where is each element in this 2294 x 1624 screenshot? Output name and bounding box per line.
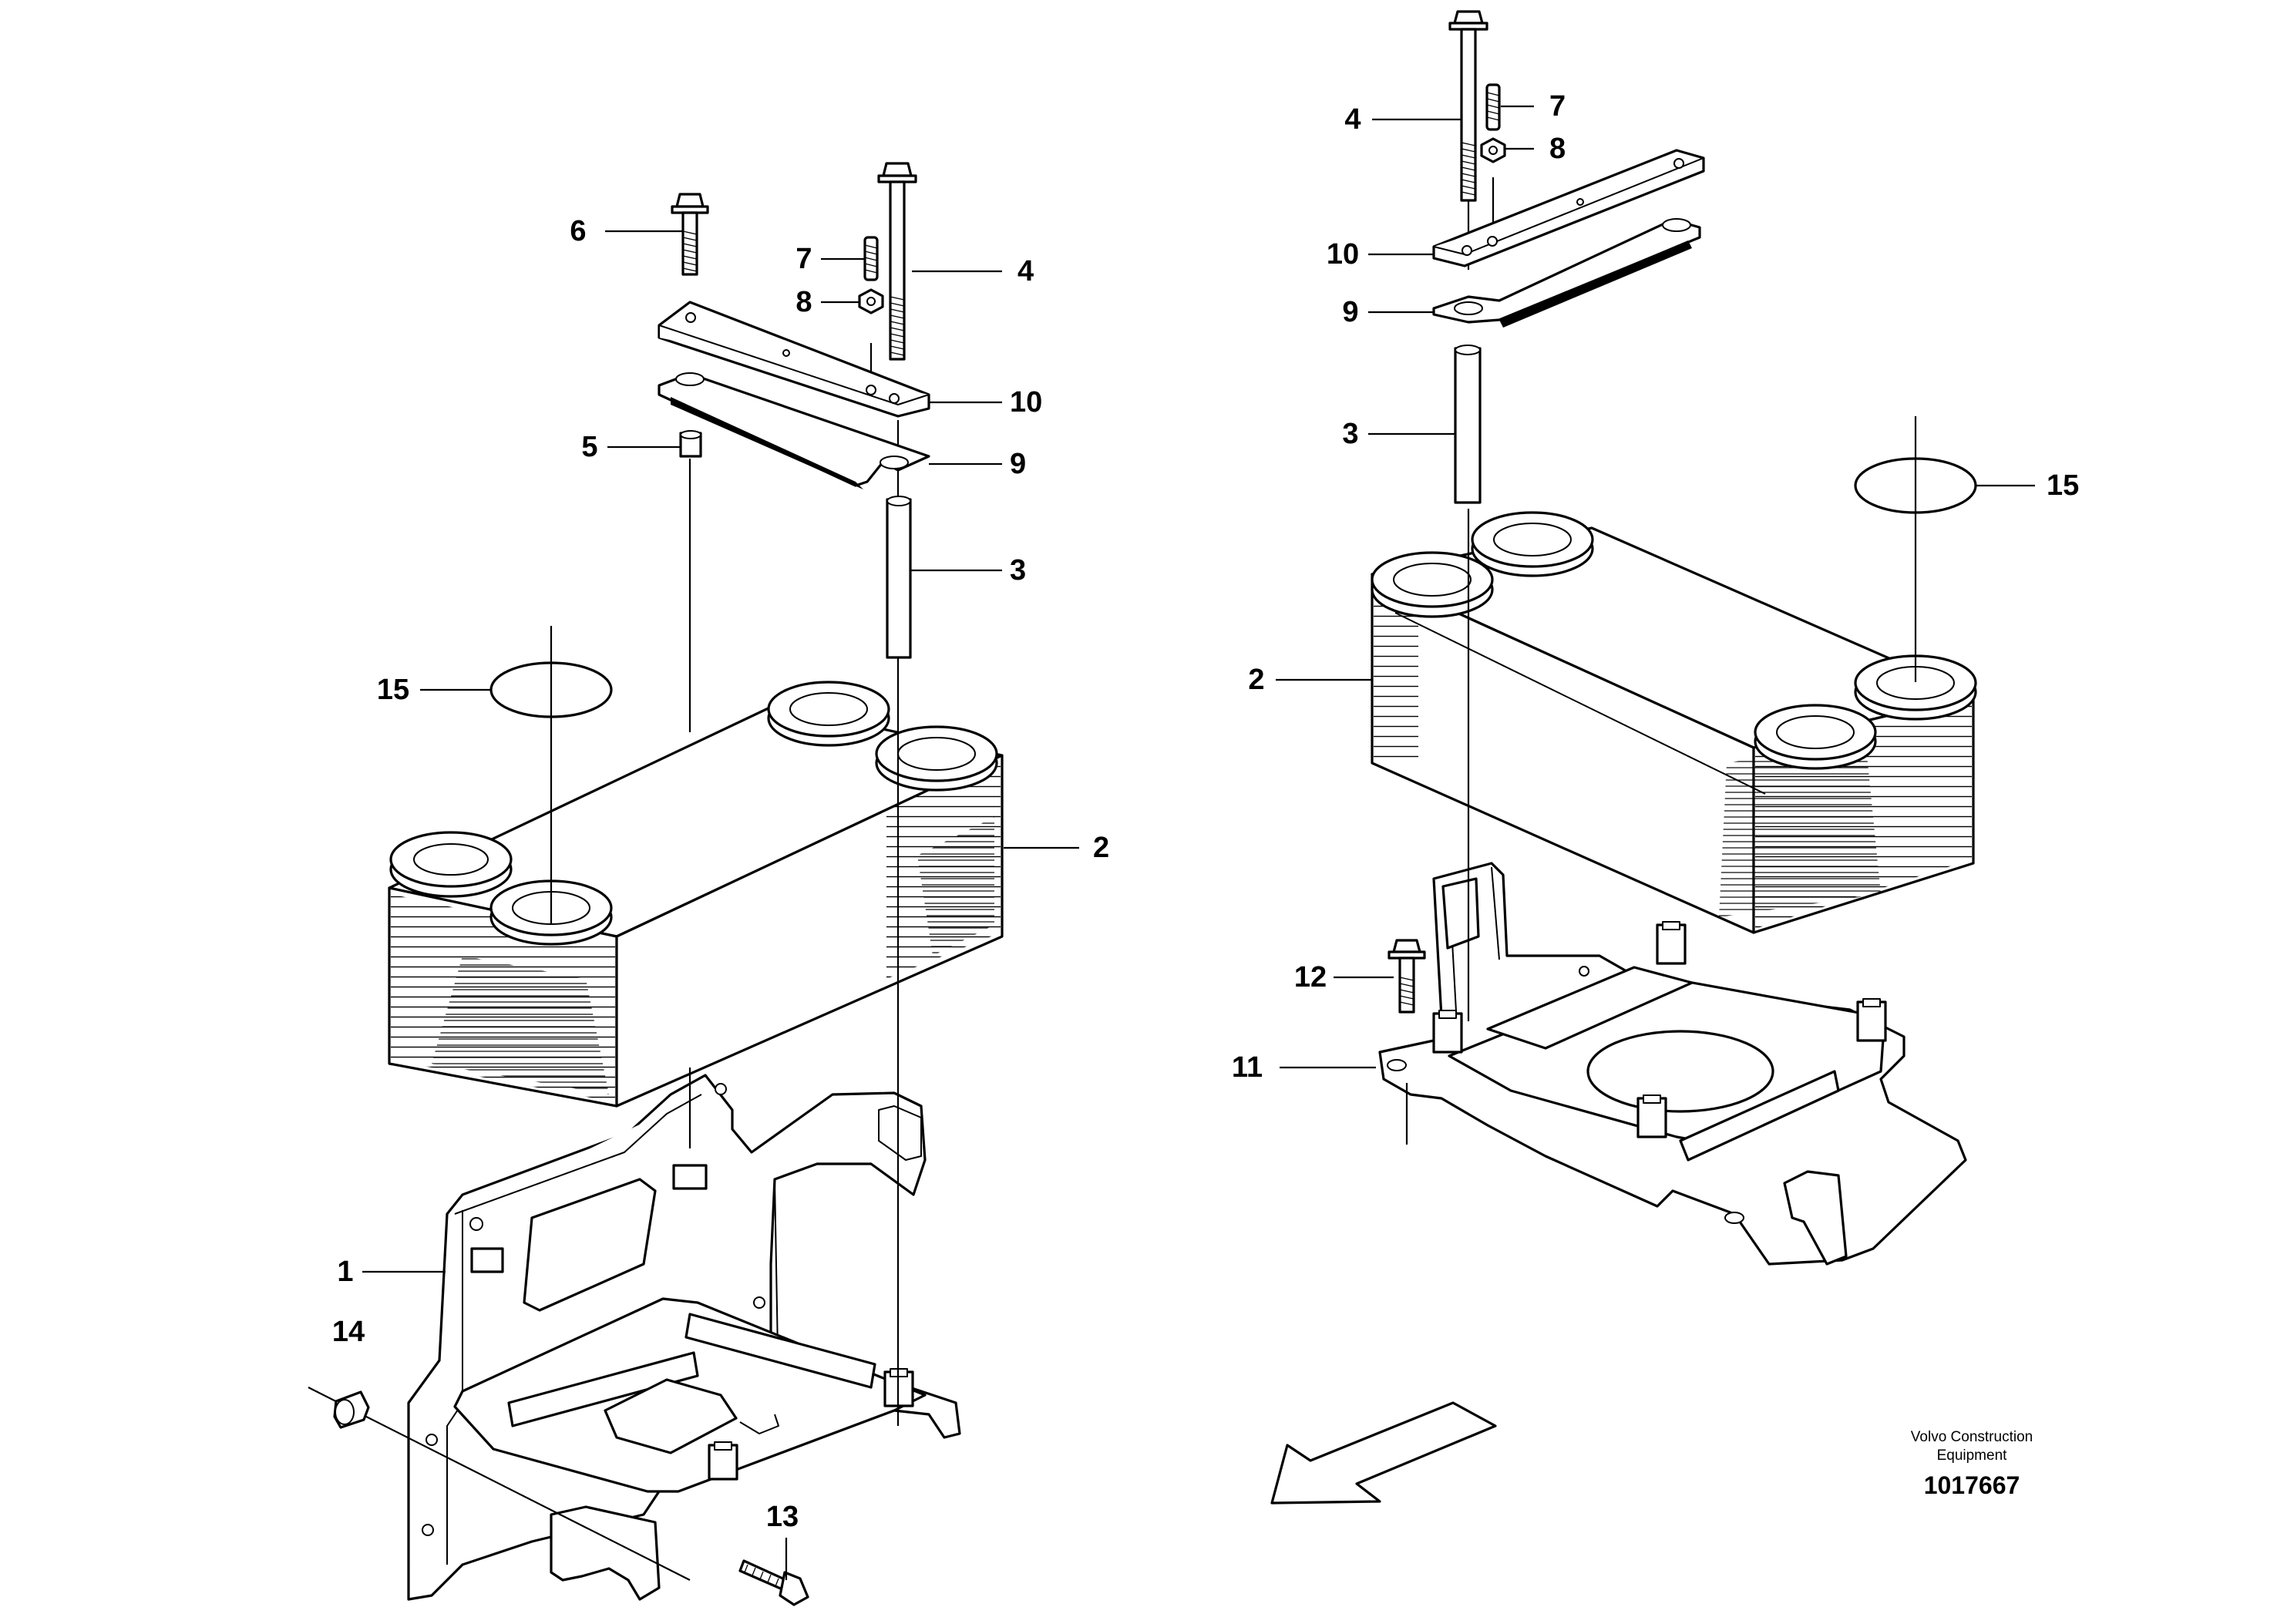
- callout-1: 1: [337, 1256, 353, 1288]
- leader-lines: [362, 105, 2035, 1580]
- oil-cooler-part-2: [1371, 511, 1977, 934]
- callout-4: 4: [1344, 103, 1361, 136]
- callout-5: 5: [581, 431, 597, 463]
- callout-9: 9: [1010, 448, 1026, 480]
- cooler-port: [1854, 654, 1977, 721]
- cooler-port: [767, 681, 890, 747]
- stud-part-7: [863, 236, 879, 281]
- cooler-port: [389, 831, 513, 898]
- cooler-port: [1471, 511, 1594, 577]
- direction-arrow-icon: [1270, 1401, 1497, 1505]
- callout-7: 7: [1549, 90, 1566, 123]
- bushing-part-14: [333, 1390, 370, 1429]
- spacer-tube-part-3: [886, 496, 912, 659]
- callout-3: 3: [1010, 554, 1026, 587]
- right-callouts: 4 7 8 10 9 3 15 2 12 11: [1232, 90, 2079, 1084]
- callout-12: 12: [1294, 961, 1327, 994]
- lower-plate-part-9: [1432, 218, 1701, 328]
- bracket-part-1: [407, 1074, 961, 1601]
- document-number: 1017667: [1924, 1471, 2020, 1499]
- callout-7: 7: [796, 243, 812, 275]
- oil-cooler-part-2: [388, 681, 1004, 1108]
- callout-14: 14: [332, 1316, 365, 1348]
- right-assembly: [1371, 10, 1977, 1266]
- upper-plate-part-10: [1432, 149, 1705, 267]
- callout-11: 11: [1232, 1051, 1263, 1084]
- callout-15: 15: [2047, 469, 2079, 502]
- callout-8: 8: [1549, 133, 1566, 165]
- callout-9: 9: [1342, 296, 1358, 328]
- lower-plate-part-9: [658, 372, 930, 489]
- left-assembly: [308, 162, 1004, 1606]
- bolt-part-12: [1388, 939, 1426, 1014]
- bushing-part-5: [679, 430, 702, 458]
- callout-13: 13: [766, 1501, 799, 1533]
- callout-2: 2: [1248, 664, 1264, 696]
- callout-4: 4: [1018, 255, 1034, 287]
- upper-plate-part-10: [658, 301, 930, 418]
- nut-part-8: [858, 288, 884, 314]
- left-callouts: 6 7 8 4 10 5 9 3 15 2 1 14 13: [332, 215, 1109, 1533]
- cooler-port: [1754, 704, 1877, 770]
- cooler-port: [875, 725, 998, 792]
- spacer-tube-part-3: [1454, 345, 1482, 504]
- cooler-port: [1371, 551, 1494, 618]
- callout-6: 6: [570, 215, 586, 247]
- callout-2: 2: [1093, 832, 1109, 864]
- callout-8: 8: [796, 286, 812, 318]
- bolt-part-6: [671, 193, 709, 276]
- callout-3: 3: [1342, 418, 1358, 450]
- credit-line-1: Volvo Construction: [1911, 1429, 2033, 1445]
- long-bolt-part-4: [877, 162, 917, 361]
- credit-line-2: Equipment: [1937, 1447, 2008, 1464]
- footer: Volvo Construction Equipment 1017667: [1911, 1429, 2033, 1499]
- nut-part-8: [1480, 137, 1506, 163]
- callout-10: 10: [1327, 238, 1359, 271]
- callout-15: 15: [377, 674, 409, 706]
- stud-part-7: [1485, 83, 1501, 131]
- bracket-part-11: [1378, 862, 1967, 1266]
- long-bolt-part-4: [1448, 10, 1488, 202]
- callout-10: 10: [1010, 386, 1042, 419]
- bolt-part-13: [738, 1559, 809, 1606]
